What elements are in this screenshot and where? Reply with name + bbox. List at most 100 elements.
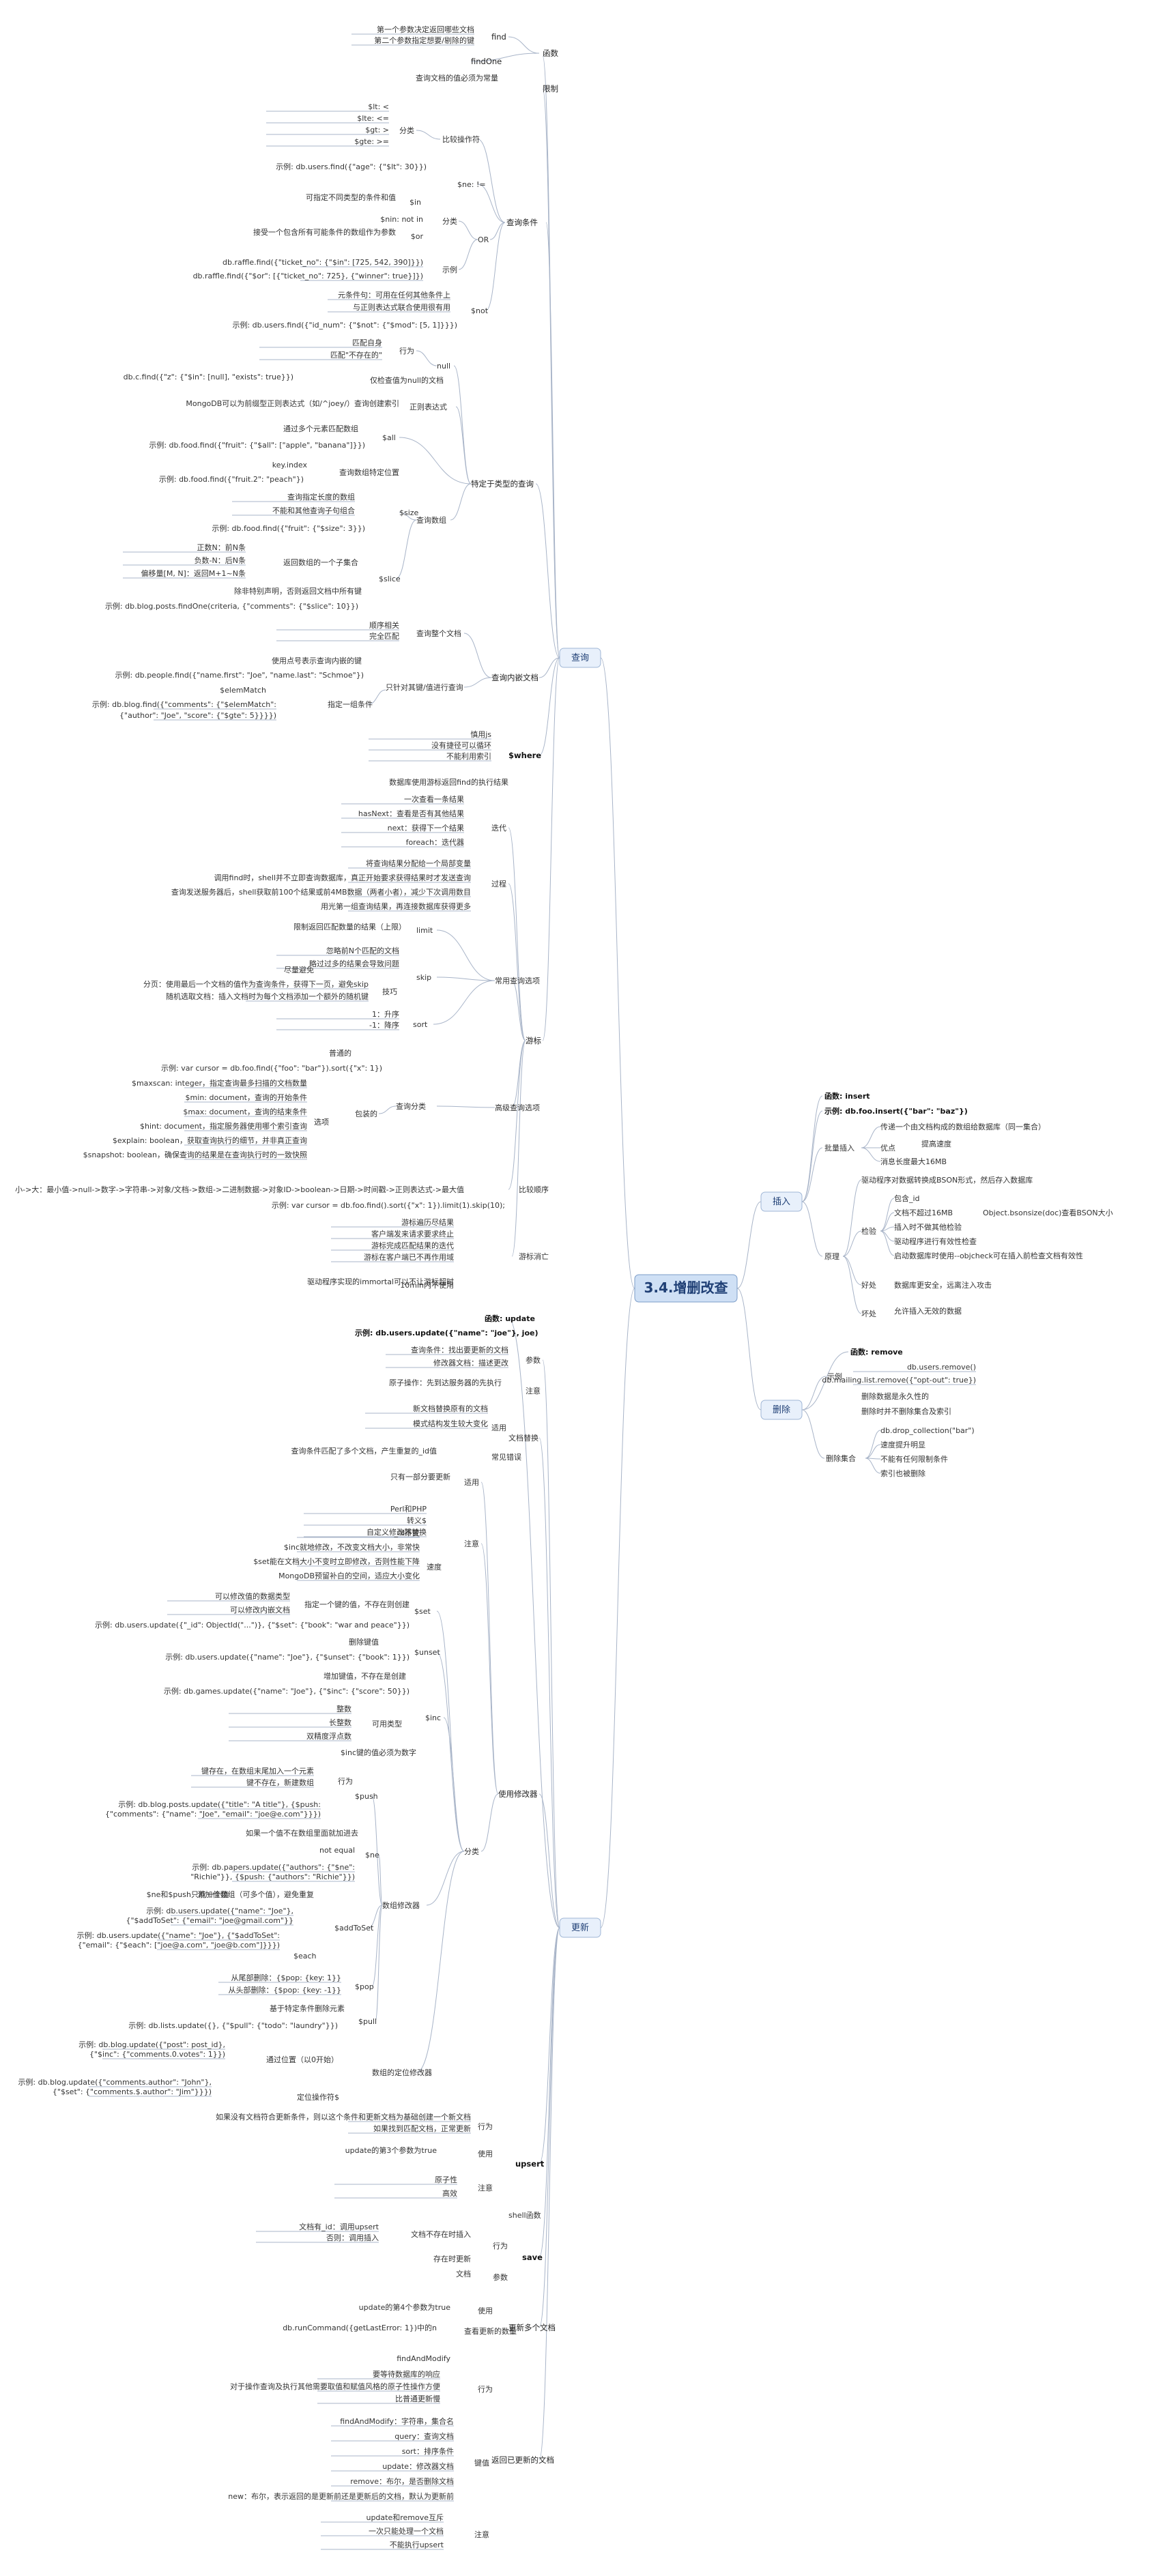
connector: [508, 883, 526, 1041]
root-node[interactable]: [634, 1274, 738, 1303]
leaf-node: 原子性: [435, 2175, 457, 2184]
leaf-node: {"email": {"$each": ["joe@a.com", "joe@b…: [78, 1941, 280, 1950]
drop-label: 删除集合: [826, 1453, 856, 1463]
ne-label: $ne: !=: [457, 180, 486, 189]
connector: [378, 1105, 397, 1114]
leaf-node: "Richie"}}, {$push: {"authors": "Richie"…: [190, 1872, 355, 1881]
principle-bson: 驱动程序对数据转换成BSON形式，然后存入数据库: [861, 1175, 1033, 1185]
embedded-spec: 指定一组条件: [328, 699, 373, 709]
null-behave: 行为: [399, 347, 414, 356]
connector: [436, 976, 496, 981]
leaf-node: db.mailing.list.remove({"opt-out": true}…: [822, 1376, 976, 1385]
ne-push: $ne和$push只能一个值: [147, 1890, 229, 1899]
connector: [511, 1040, 526, 1257]
leaf-node: 新文档替换原有的文档: [413, 1404, 488, 1413]
null-ex: db.c.find({"z": {"$in": [null], "exists"…: [124, 373, 293, 381]
findone-label: findOne: [471, 57, 502, 66]
check-label: 检验: [861, 1226, 876, 1236]
connector: [736, 1201, 762, 1289]
branch-insert[interactable]: [760, 1191, 803, 1212]
pos-label: 数组的定位修改器: [372, 2068, 432, 2077]
update-example: 示例: db.users.update({"name": "joe"}, joe…: [354, 1328, 539, 1337]
connector: [416, 1851, 465, 2073]
array-label: 查询数组: [416, 515, 446, 525]
ret-label: 返回已更新的文档: [491, 2455, 554, 2465]
leaf-node: 略过过多的结果会导致问题: [309, 959, 399, 968]
leaf-node: 示例: db.blog.posts.update({"title": "A ti…: [118, 1799, 321, 1809]
inc-types-label: 可用类型: [372, 1719, 402, 1728]
or-desc: 接受一个包含所有可能条件的数组作为参数: [253, 227, 396, 237]
where-label: $where: [508, 751, 541, 760]
iter-label: 迭代: [491, 824, 506, 833]
multi-count-desc: db.runCommand({getLastError: 1})中的n: [283, 2323, 437, 2332]
leaf-node: $explain: boolean，获取查询执行的细节，并非真正查询: [113, 1135, 307, 1145]
leaf-node: 转义$: [407, 1516, 427, 1525]
connector: [455, 406, 472, 484]
multi-use: 使用: [478, 2306, 493, 2315]
unset-op: $unset: [414, 1648, 440, 1657]
ret-behave: 行为: [478, 2385, 493, 2394]
connector: [375, 1905, 383, 2022]
save-exist: 存在时更新: [433, 2254, 471, 2263]
multi-label: 更新多个文档: [508, 2323, 556, 2332]
connector: [485, 222, 506, 311]
connector: [368, 1905, 383, 1928]
save-param-doc: 文档: [456, 2269, 471, 2278]
connector: [801, 1147, 823, 1202]
branch-query[interactable]: [559, 648, 601, 668]
leaf-node: {"author": "Joe", "score": {"$gte": 5}}}…: [119, 711, 276, 720]
leaf-node: $lte: <=: [357, 114, 389, 123]
leaf-node: 一次只能处理一个文档: [369, 2526, 444, 2536]
leaf-node: db.raffle.find({"$or": [{"ticket_no": 72…: [193, 272, 423, 280]
update-func: 函数: update: [485, 1314, 535, 1323]
leaf-node: 高效: [442, 2188, 457, 2198]
connector: [880, 1212, 895, 1232]
ne-op: $ne: [365, 1851, 379, 1859]
connector: [480, 1543, 499, 1795]
all-label: $all: [382, 433, 396, 442]
connector: [801, 1201, 823, 1257]
slice-sub: 返回数组的一个子集合: [283, 558, 358, 567]
inc-desc: 增加键值，不存在是创建: [324, 1671, 406, 1681]
cursor-intro: 数据库使用游标返回find的执行结果: [389, 777, 508, 787]
leaf-node: 不能执行upsert: [390, 2540, 444, 2549]
array-mod-label: 数组修改器: [382, 1900, 420, 1910]
embedded-whole: 查询整个文档: [416, 628, 461, 638]
or-op: $or: [411, 232, 424, 241]
connector: [801, 1095, 823, 1202]
leaf-node: 可以修改内嵌文档: [230, 1605, 290, 1615]
leaf-node: 修改器文档：描述更改: [433, 1358, 508, 1367]
leaf-node: $snapshot: boolean，确保查询的结果是在查询执行时的一致快照: [83, 1150, 307, 1159]
connector: [508, 1318, 560, 1928]
elem-label: $elemMatch: [220, 686, 266, 695]
batch-speed: 提高速度: [921, 1139, 951, 1148]
leaf-node: 自定义修改器替换: [367, 1527, 427, 1537]
connector: [861, 1126, 881, 1148]
branch-delete[interactable]: [760, 1400, 803, 1420]
pull-op: $pull: [358, 2017, 377, 2026]
replace-err: 常见错误: [491, 1452, 521, 1462]
leaf-node: 一次查看一条结果: [404, 794, 464, 804]
opt-label: 选项: [314, 1118, 329, 1127]
leaf-node: db.raffle.find({"ticket_no": {"$in": [72…: [222, 258, 423, 267]
ne-desc: 如果一个值不在数组里面就加进去: [246, 1828, 358, 1838]
adv-label: 高级查询选项: [495, 1103, 540, 1112]
connector: [458, 220, 478, 240]
drop-item: 不能有任何限制条件: [880, 1454, 948, 1464]
or-group: 分类: [442, 216, 457, 226]
leaf-node: 示例: db.blog.find({"comments": {"$elemMat…: [92, 699, 276, 709]
leaf-node: 用光第一组查询结果，再连接数据库获得更多: [321, 901, 471, 911]
drawback-label: 坏处: [861, 1309, 876, 1318]
connector: [371, 1795, 383, 1906]
delete-forever: 删除数据是永久性的: [861, 1391, 929, 1401]
connector: [539, 657, 560, 678]
cat-label: 分类: [464, 1847, 479, 1856]
skip-avoid: 尽量避免: [284, 965, 314, 974]
leaf-node: 1：升序: [372, 1009, 399, 1019]
connector: [865, 1458, 881, 1474]
branch-update[interactable]: [559, 1917, 601, 1938]
connector: [865, 1444, 881, 1459]
connector: [542, 88, 560, 659]
leaf-node: 示例: db.blog.update({"post": post_id},: [78, 2040, 225, 2049]
root-title: 3.4.增删改查: [644, 1279, 728, 1296]
